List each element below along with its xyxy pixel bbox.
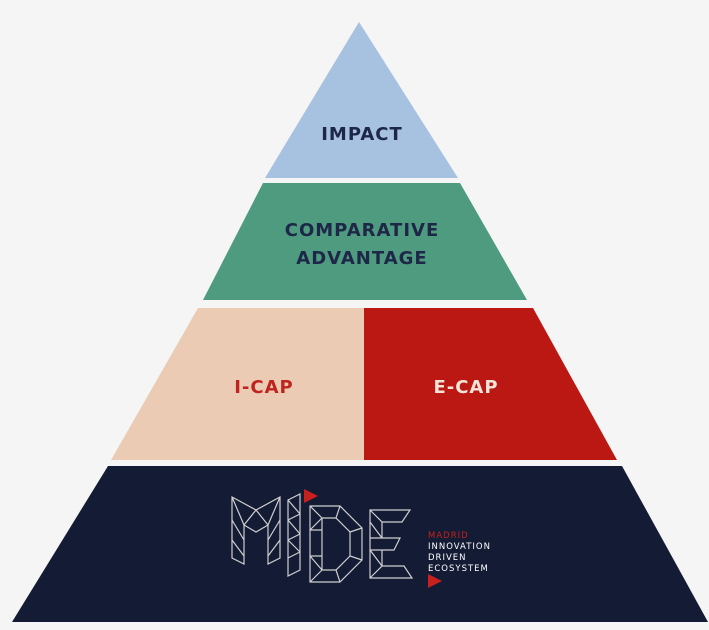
mide-logo: MADRID INNOVATION DRIVEN ECOSYSTEM (231, 489, 491, 588)
tier-mide (12, 466, 708, 622)
logo-text-ecosystem: ECOSYSTEM (428, 564, 489, 574)
tier-i-cap-label: I-CAP (234, 377, 294, 398)
logo-accent-triangle-top (304, 489, 318, 503)
logo-text-driven: DRIVEN (428, 553, 467, 563)
tier-impact-label: IMPACT (321, 124, 403, 145)
tier-comparative-advantage (203, 183, 527, 300)
tier-e-cap (364, 308, 617, 460)
mide-letter-m (231, 495, 281, 565)
mide-letter-i (287, 493, 301, 577)
tier-comparative-advantage-label-line1: COMPARATIVE (285, 220, 440, 241)
logo-text-innovation: INNOVATION (428, 542, 491, 552)
mide-letter-e (369, 509, 414, 579)
mide-letter-d (309, 505, 363, 583)
tier-i-cap (111, 308, 364, 460)
logo-accent-triangle-bottom (428, 574, 442, 588)
mide-logo-mark (231, 493, 414, 583)
tier-e-cap-label: E-CAP (433, 377, 498, 398)
logo-text-madrid: MADRID (428, 531, 469, 541)
tier-impact (265, 22, 458, 178)
tier-comparative-advantage-label-line2: ADVANTAGE (296, 248, 427, 269)
